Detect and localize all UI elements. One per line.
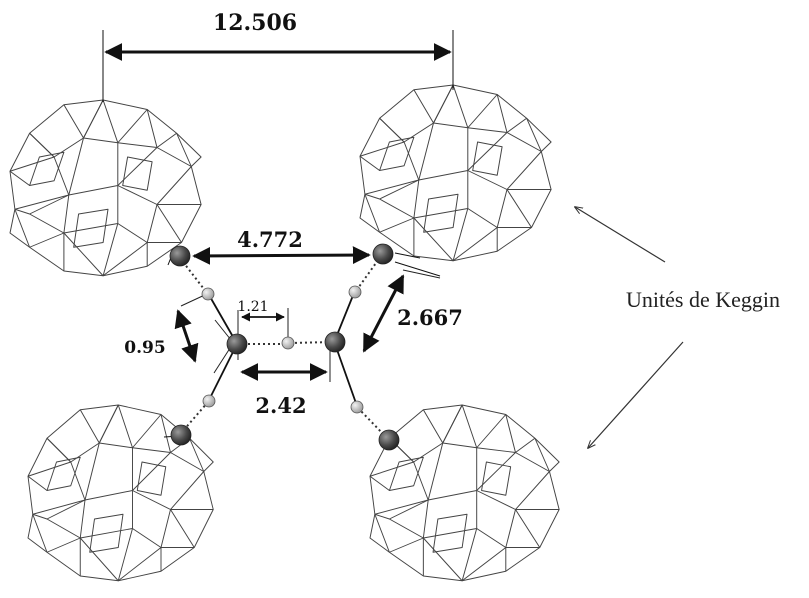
- oxygen-atom-center-right: [324, 331, 346, 353]
- dimension-121: 1.21: [237, 299, 285, 322]
- oo-long-distance-label: 2.667: [397, 305, 463, 330]
- hydrogen-atom-3: [281, 336, 295, 350]
- oo-short-distance-label: 2.42: [255, 393, 306, 418]
- keggin-unit-top-right: [359, 84, 552, 262]
- dimension-12506: 12.506: [102, 10, 454, 102]
- keggin-units-label: Unités de Keggin: [626, 287, 780, 312]
- pointer-arrow-up: [575, 207, 666, 263]
- oh-distance-label: 0.95: [124, 338, 165, 358]
- oxygen-atom-center-left: [226, 333, 248, 355]
- pointer-arrow-down: [588, 341, 684, 448]
- hydrogen-atom-2: [348, 285, 362, 299]
- atoms-small: [201, 285, 364, 414]
- dimension-2667: 2.667: [362, 274, 463, 353]
- dimension-242: 2.42: [240, 363, 328, 418]
- dimension-095: 0.95: [124, 309, 199, 363]
- dimension-4772: 4.772: [192, 227, 371, 265]
- metal-atom-bottom-left: [170, 424, 192, 446]
- metal-atom-top-left: [169, 245, 191, 267]
- atoms-large: [169, 243, 400, 451]
- hydrogen-atom-4: [202, 394, 216, 408]
- metal-atom-bottom-right: [378, 429, 400, 451]
- hh-distance-label: 1.21: [237, 299, 268, 315]
- metal-distance-label: 4.772: [237, 227, 303, 252]
- metal-atom-top-right: [372, 243, 394, 265]
- keggin-units-callout: Unités de Keggin: [575, 207, 780, 448]
- top-distance-label: 12.506: [213, 10, 297, 36]
- keggin-unit-bottom-right: [369, 404, 560, 582]
- hydrogen-atom-5: [350, 400, 364, 414]
- hydrogen-atom-1: [201, 287, 215, 301]
